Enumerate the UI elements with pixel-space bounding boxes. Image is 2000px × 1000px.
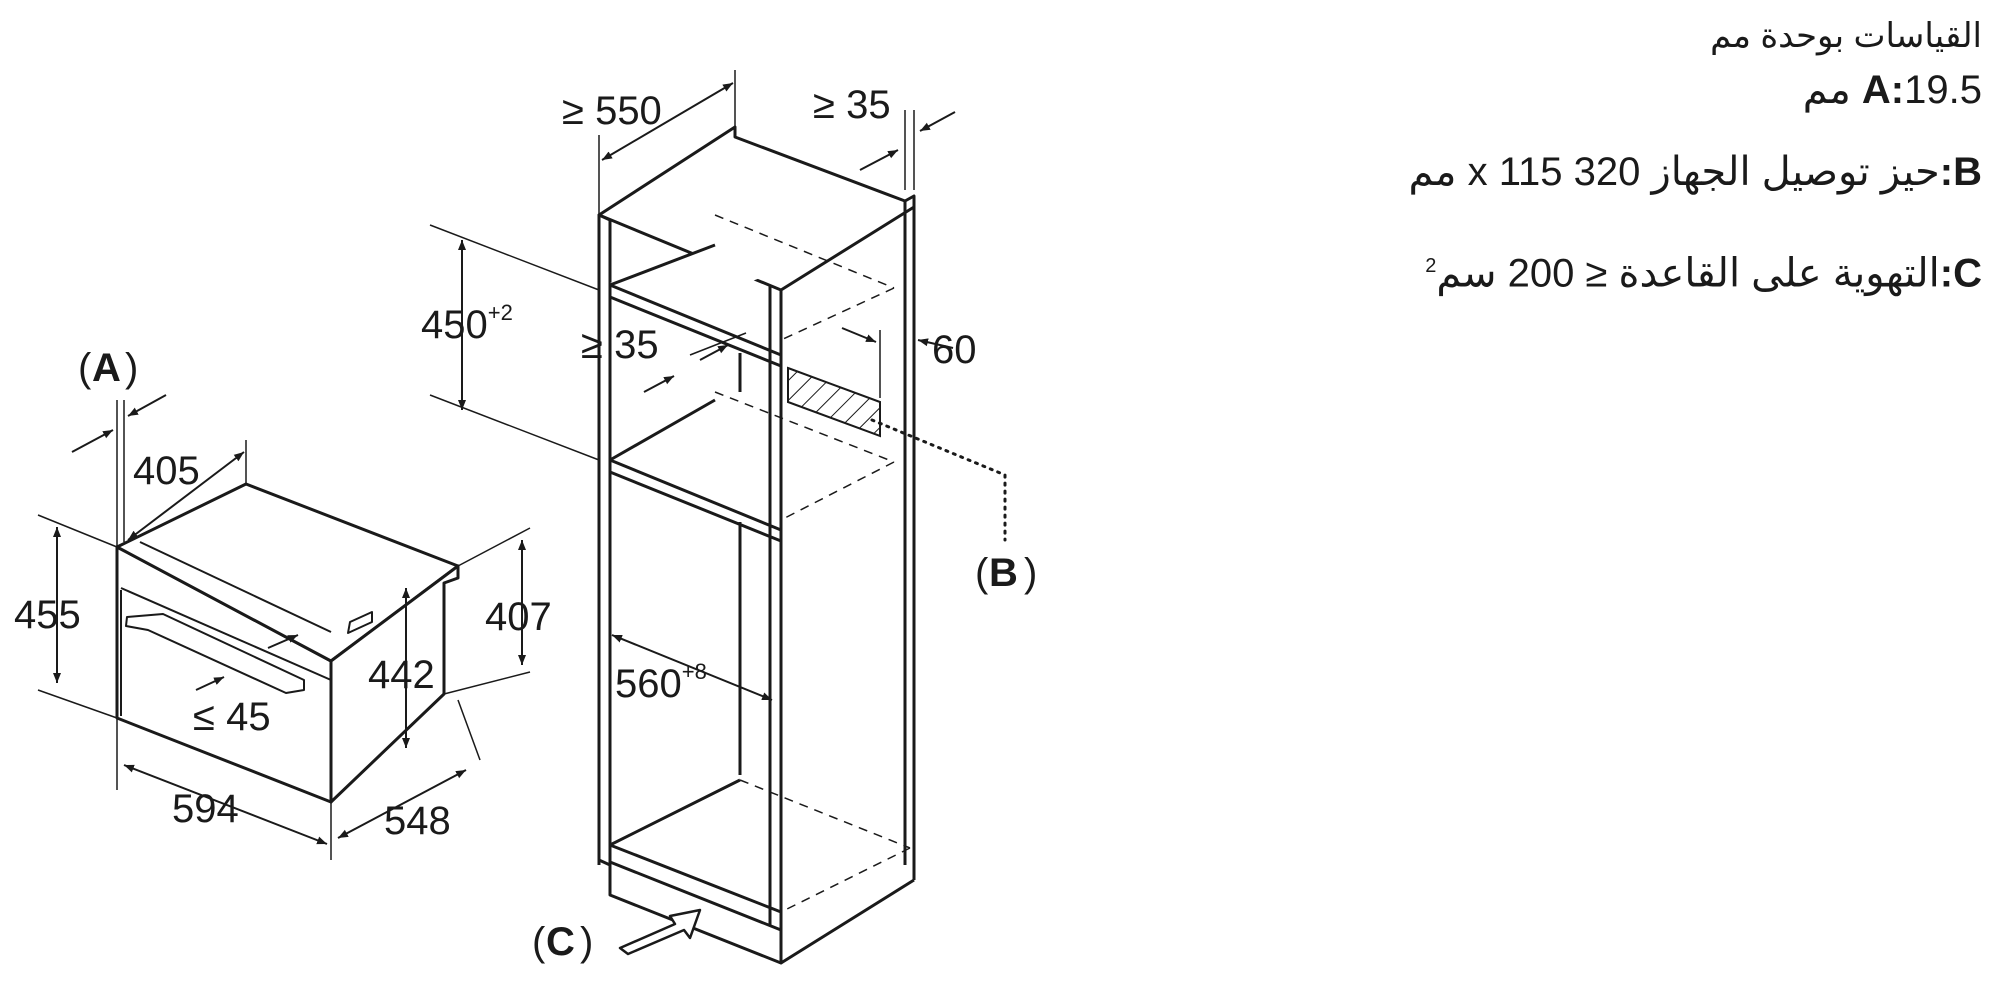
callout-c-letter: C	[546, 920, 575, 964]
callout-a-letter: A	[92, 346, 121, 390]
dim-450: 450+2	[421, 300, 513, 347]
legend-text-a: 19.5 مم	[1802, 68, 1982, 112]
dim-442: 442	[368, 653, 435, 697]
callout-a-open: (	[78, 346, 92, 390]
legend-key-b: B:	[1939, 150, 1982, 194]
callout-b-leader	[870, 418, 1007, 542]
callout-b-letter: B	[989, 551, 1018, 595]
ventilation-arrow	[618, 908, 702, 956]
callout-b-close: )	[1024, 551, 1037, 595]
appliance-dimension-arrows	[53, 394, 526, 845]
legend-row-b: B:حيز توصيل الجهاز 320 x 115 مم	[1408, 148, 1982, 196]
legend-key-a: A:	[1861, 68, 1905, 112]
dim-405: 405	[133, 449, 200, 493]
legend-row-a: A:19.5 مم	[1408, 66, 1982, 114]
dim-407: 407	[485, 595, 552, 639]
dim-60: 60	[932, 328, 977, 372]
legend: القياسات بوحدة مم A:19.5 مم B:حيز توصيل …	[1408, 12, 1982, 297]
legend-text-b: حيز توصيل الجهاز 320 x 115 مم	[1408, 150, 1940, 194]
dim-35-top: ≥ 35	[813, 83, 891, 127]
dim-594: 594	[172, 787, 239, 831]
callout-b-open: (	[975, 551, 989, 595]
dim-560: 560+8	[615, 659, 707, 706]
callout-c-close: )	[580, 920, 593, 964]
dim-455: 455	[14, 593, 81, 637]
cabinet-dimension-arrows	[458, 82, 956, 701]
callout-c-open: (	[532, 920, 546, 964]
connection-area	[787, 366, 881, 438]
dim-548: 548	[384, 799, 451, 843]
appliance-extension-lines	[37, 400, 531, 860]
legend-row-c: C:التهوية على القاعدة ≤ 200 سم2	[1408, 242, 1982, 297]
dim-45: ≤ 45	[193, 695, 271, 739]
callout-a-close: )	[125, 346, 138, 390]
cabinet-hidden-lines	[714, 214, 911, 913]
legend-key-c: C:	[1939, 251, 1982, 296]
legend-units: القياسات بوحدة مم	[1710, 17, 1982, 55]
dim-550: ≥ 550	[562, 89, 662, 133]
dim-35-inner: ≥ 35	[581, 323, 659, 367]
cabinet-drawing	[597, 125, 916, 965]
cabinet-extension-lines	[429, 70, 915, 461]
legend-text-c: التهوية على القاعدة ≤ 200 سم	[1436, 251, 1940, 296]
legend-sup-c: 2	[1425, 255, 1437, 277]
